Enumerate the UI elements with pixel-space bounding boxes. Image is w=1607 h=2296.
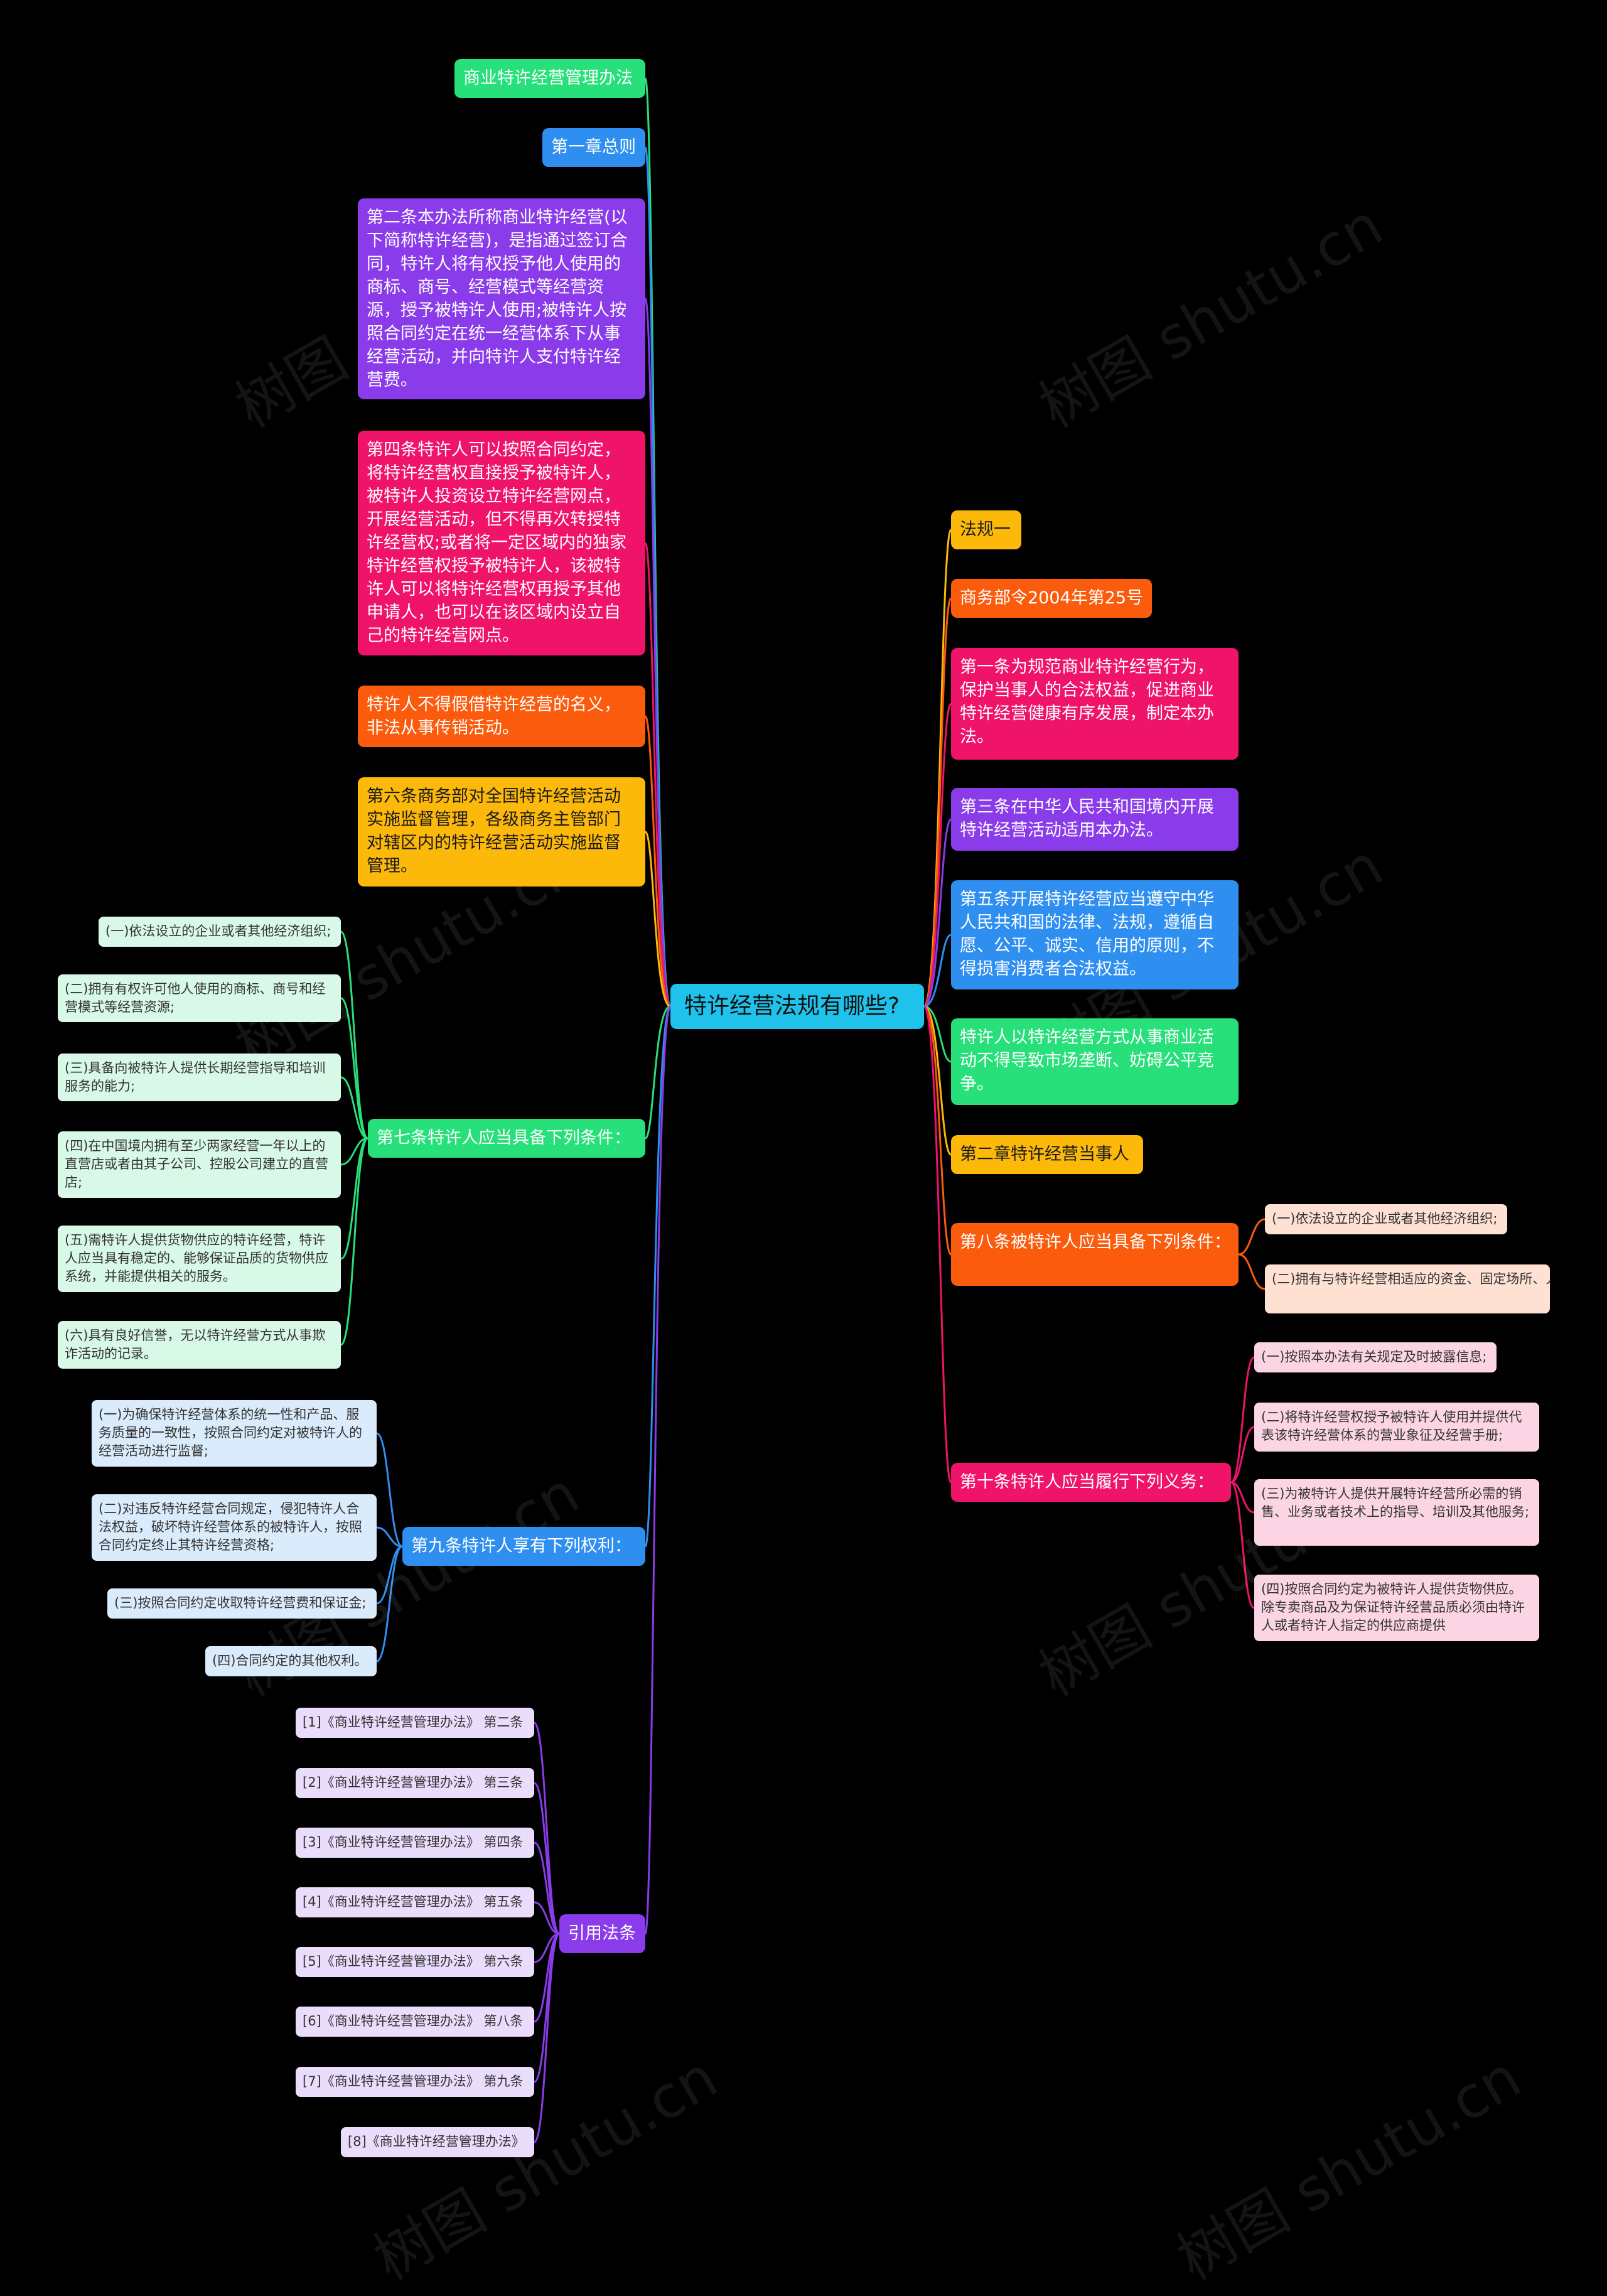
branch-link (644, 1005, 672, 1548)
left-branch-7[interactable]: 第九条特许人享有下列权利： (402, 1527, 645, 1566)
left-branch-3[interactable]: 第四条特许人可以按照合同约定，将特许经营权直接授予被特许人，被特许人投资设立特许… (358, 431, 645, 655)
left-branch-8-child-0[interactable]: [1]《商业特许经营管理办法》 第二条 (296, 1708, 534, 1738)
left-branch-8-child-4[interactable]: [5]《商业特许经营管理办法》 第六条 (296, 1947, 534, 1977)
branch-link (923, 1005, 952, 1063)
child-link (340, 1076, 369, 1140)
branch-link (644, 1005, 672, 1140)
child-link (533, 1932, 561, 2143)
left-branch-0[interactable]: 商业特许经营管理办法 (454, 59, 645, 98)
right-branch-5[interactable]: 特许人以特许经营方式从事商业活动不得导致市场垄断、妨碍公平竞争。 (951, 1018, 1239, 1105)
left-branch-2[interactable]: 第二条本办法所称商业特许经营(以下简称特许经营)，是指通过签订合同，特许人将有权… (358, 198, 645, 399)
right-branch-1[interactable]: 商务部令2004年第25号 (951, 579, 1152, 618)
right-branch-2[interactable]: 第一条为规范商业特许经营行为，保护当事人的合法权益，促进商业特许经营健康有序发展… (951, 648, 1239, 760)
left-branch-6-child-0[interactable]: (一)依法设立的企业或者其他经济组织; (99, 917, 341, 947)
left-branch-7-child-0[interactable]: (一)为确保特许经营体系的统一性和产品、服务质量的一致性，按照合同约定对被特许人… (92, 1400, 377, 1467)
right-branch-8-child-1[interactable]: (二)将特许经营权授予被特许人使用并提供代表该特许经营体系的营业象征及经营手册; (1254, 1403, 1539, 1452)
right-branch-6[interactable]: 第二章特许经营当事人 (951, 1135, 1143, 1174)
child-link (340, 1137, 369, 1346)
child-link (533, 1782, 561, 1935)
branch-link (923, 1005, 952, 1484)
left-branch-7-child-3[interactable]: (四)合同约定的其他权利。 (205, 1646, 377, 1676)
left-branch-8-child-2[interactable]: [3]《商业特许经营管理办法》 第四条 (296, 1828, 534, 1858)
branch-link (923, 597, 952, 1008)
branch-link (644, 542, 672, 1008)
child-link (375, 1526, 404, 1548)
left-branch-1[interactable]: 第一章总则 (542, 128, 645, 167)
left-branch-7-child-1[interactable]: (二)对违反特许经营合同规定，侵犯特许人合法权益，破坏特许经营体系的被特许人，按… (92, 1494, 377, 1561)
connector-lines (340, 77, 1266, 2143)
right-branch-8[interactable]: 第十条特许人应当履行下列义务： (951, 1463, 1231, 1502)
left-branch-8-child-7[interactable]: [8]《商业特许经营管理办法》 (341, 2127, 534, 2157)
right-branch-7-child-0[interactable]: (一)依法设立的企业或者其他经济组织; (1265, 1204, 1507, 1234)
child-link (340, 930, 369, 1140)
child-link (1237, 1218, 1266, 1256)
branch-link (923, 703, 952, 1008)
branch-link (923, 818, 952, 1008)
right-branch-7[interactable]: 第八条被特许人应当具备下列条件： (951, 1223, 1239, 1286)
branch-link (923, 934, 952, 1008)
branch-link (644, 298, 672, 1008)
right-branch-0[interactable]: 法规一 (951, 510, 1021, 549)
child-link (1230, 1481, 1255, 1609)
right-branch-4[interactable]: 第五条开展特许经营应当遵守中华人民共和国的法律、法规，遵循自愿、公平、诚实、信用… (951, 880, 1239, 989)
left-branch-4[interactable]: 特许人不得假借特许经营的名义，非法从事传销活动。 (358, 686, 645, 747)
child-link (533, 1841, 561, 1935)
child-link (375, 1545, 404, 1605)
right-branch-8-child-3[interactable]: (四)按照合同约定为被特许人提供货物供应。除专卖商品及为保证特许经营品质必须由特… (1254, 1575, 1539, 1641)
left-branch-6-child-5[interactable]: (六)具有良好信誉，无以特许经营方式从事欺诈活动的记录。 (58, 1321, 341, 1369)
child-link (1237, 1253, 1266, 1290)
left-branch-5[interactable]: 第六条商务部对全国特许经营活动实施监督管理，各级商务主管部门对辖区内的特许经营活… (358, 777, 645, 887)
child-link (533, 1932, 561, 1963)
left-branch-6-child-4[interactable]: (五)需特许人提供货物供应的特许经营，特许人应当具有稳定的、能够保证品质的货物供… (58, 1226, 341, 1292)
left-branch-8-child-6[interactable]: [7]《商业特许经营管理办法》 第九条 (296, 2067, 534, 2097)
left-branch-6-child-3[interactable]: (四)在中国境内拥有至少两家经营一年以上的直营店或者由其子公司、控股公司建立的直… (58, 1131, 341, 1198)
child-link (375, 1432, 404, 1548)
left-branch-6[interactable]: 第七条特许人应当具备下列条件： (368, 1119, 645, 1158)
child-link (533, 1722, 561, 1935)
right-branch-8-child-2[interactable]: (三)为被特许人提供开展特许经营所必需的销售、业务或者技术上的指导、培训及其他服… (1254, 1479, 1539, 1546)
left-branch-8[interactable]: 引用法条 (559, 1914, 645, 1953)
child-link (1230, 1481, 1255, 1514)
child-link (340, 997, 369, 1140)
child-link (340, 1137, 369, 1166)
left-branch-8-child-3[interactable]: [4]《商业特许经营管理办法》 第五条 (296, 1887, 534, 1917)
left-branch-8-child-1[interactable]: [2]《商业特许经营管理办法》 第三条 (296, 1768, 534, 1798)
child-link (533, 1901, 561, 1935)
left-branch-8-child-5[interactable]: [6]《商业特许经营管理办法》 第八条 (296, 2007, 534, 2037)
child-link (1230, 1356, 1255, 1484)
left-branch-7-child-2[interactable]: (三)按照合同约定收取特许经营费和保证金; (107, 1588, 377, 1619)
branch-link (923, 1005, 952, 1156)
child-link (375, 1545, 404, 1663)
child-link (340, 1137, 369, 1260)
child-link (1230, 1426, 1255, 1484)
left-branch-6-child-1[interactable]: (二)拥有有权许可他人使用的商标、商号和经营模式等经营资源; (58, 974, 341, 1022)
child-link (533, 1932, 561, 2083)
right-branch-7-child-1[interactable]: (二)拥有与特许经营相适应的资金、固定场所、人员等。 (1265, 1264, 1550, 1313)
left-branch-6-child-2[interactable]: (三)具备向被特许人提供长期经营指导和培训服务的能力; (58, 1054, 341, 1101)
branch-link (644, 1005, 672, 1935)
right-branch-8-child-0[interactable]: (一)按照本办法有关规定及时披露信息; (1254, 1342, 1497, 1372)
branch-link (644, 715, 672, 1008)
branch-link (923, 1005, 952, 1256)
right-branch-3[interactable]: 第三条在中华人民共和国境内开展特许经营活动适用本办法。 (951, 788, 1239, 851)
root-topic[interactable]: 特许经营法规有哪些? (670, 984, 924, 1029)
branch-link (644, 831, 672, 1008)
